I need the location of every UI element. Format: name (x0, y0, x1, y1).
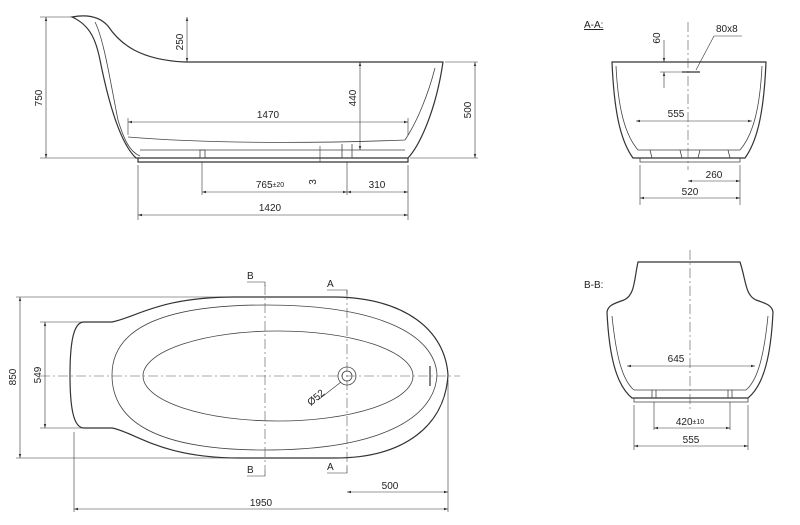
dim-500: 500 (463, 101, 474, 118)
bb-dim-645: 645 (668, 354, 685, 365)
bb-dim-420-tolerance: ±10 (693, 419, 705, 426)
dim-765-tolerance: ±20 (273, 182, 285, 189)
dim-549: 549 (33, 366, 44, 383)
top-outer (69, 296, 449, 459)
side-inner-profile (94, 21, 141, 157)
side-outer-profile (69, 15, 444, 159)
aa-outer (611, 61, 767, 159)
bb-feet (651, 390, 733, 398)
cut-a-top: A (327, 279, 334, 290)
section-aa-label: A-A: (584, 20, 603, 31)
drain-leader (317, 381, 342, 401)
aa-feet (649, 149, 731, 159)
cut-a-top-arrow (327, 289, 348, 294)
dim-1420: 1420 (259, 203, 282, 214)
side-foot-left (199, 149, 206, 159)
dim-1950: 1950 (250, 498, 273, 509)
side-inner-floor (127, 67, 436, 143)
aa-dim-520: 520 (682, 187, 699, 198)
aa-overflow-leader (695, 35, 715, 71)
cut-a-bottom-arrow (327, 467, 348, 474)
dim-765-value: 765 (256, 180, 273, 191)
side-view: 750 250 440 500 1470 3 765±20 310 1420 (34, 15, 478, 220)
dim-440: 440 (348, 89, 359, 106)
dim-750: 750 (34, 89, 45, 106)
bb-dim-420-value: 420 (676, 417, 693, 428)
bb-dim-555: 555 (683, 435, 700, 446)
cut-b-top: B (247, 271, 254, 282)
dim-250: 250 (175, 33, 186, 50)
bb-dim-420: 420±10 (676, 417, 704, 428)
dim-1470: 1470 (257, 110, 280, 121)
top-rim-inner (111, 304, 438, 451)
dim-3: 3 (308, 179, 319, 185)
aa-overflow-size: 80x8 (716, 24, 738, 35)
dim-850: 850 (8, 368, 19, 385)
dim-765: 765±20 (256, 180, 284, 191)
cut-b-bottom-arrow (247, 470, 266, 477)
cut-a-bottom: A (327, 462, 334, 473)
dim-drain: Ø52 (306, 388, 328, 409)
cut-b-top-arrow (247, 281, 266, 286)
aa-dim-60: 60 (652, 32, 663, 44)
side-waste (341, 144, 353, 159)
bb-base (633, 398, 749, 403)
aa-dim-260: 260 (706, 170, 723, 181)
aa-base (639, 158, 741, 163)
aa-dim-555: 555 (668, 109, 685, 120)
top-view: B B A A Ø52 850 549 500 1950 (8, 271, 460, 512)
section-bb: B-B: 645 420±10 555 (584, 250, 774, 450)
dim-310: 310 (369, 180, 386, 191)
aa-inner (615, 65, 763, 151)
section-bb-label: B-B: (584, 280, 603, 291)
cut-b-bottom: B (247, 465, 254, 476)
dim-500-top: 500 (382, 481, 399, 492)
section-aa: A-A: 80x8 60 555 260 520 (584, 20, 767, 205)
side-base (137, 158, 409, 163)
